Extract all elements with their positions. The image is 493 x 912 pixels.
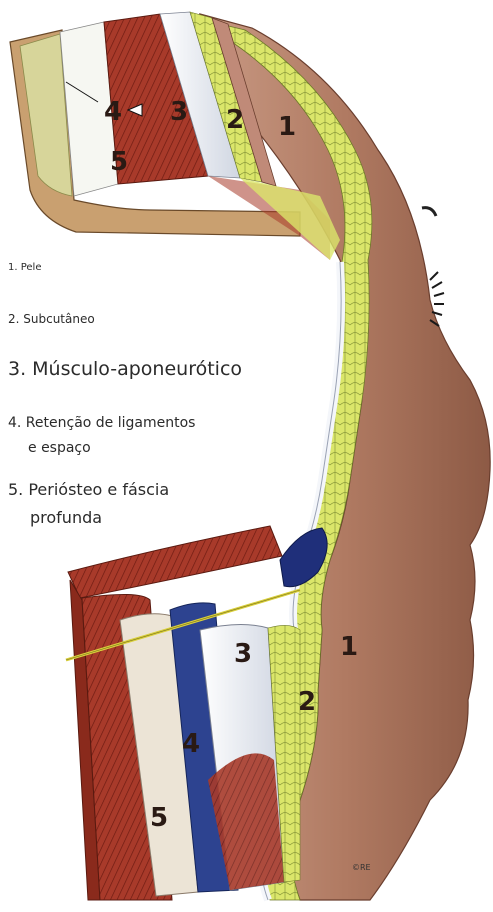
lower-muscle-top [68,526,282,598]
upper-number-2: 2 [226,105,244,135]
upper-number-1: 1 [278,112,296,142]
eyebrow [422,208,436,216]
legend-item-subcutaneous: 2. Subcutâneo [8,312,95,326]
upper-number-5: 5 [110,147,128,177]
lower-number-5: 5 [150,803,168,833]
lower-number-2: 2 [298,687,316,717]
legend-item-musculo-aponeurotic: 3. Músculo-aponeurótico [8,358,242,380]
artist-signature: ©RE [352,863,371,872]
lower-number-4: 4 [182,729,200,759]
upper-number-3: 3 [170,97,188,127]
lower-layer-block [66,526,327,900]
upper-number-4: 4 [104,97,122,127]
legend-item-skin: 1. Pele [8,262,41,273]
legend-item-periosteum-line2: profunda [30,508,102,527]
lower-number-1: 1 [340,632,358,662]
legend-item-ligaments-line1: 4. Retenção de ligamentos [8,415,195,431]
legend-item-periosteum-line1: 5. Periósteo e fáscia [8,480,169,499]
lower-number-3: 3 [234,639,252,669]
legend-item-ligaments-line2: e espaço [28,440,91,456]
